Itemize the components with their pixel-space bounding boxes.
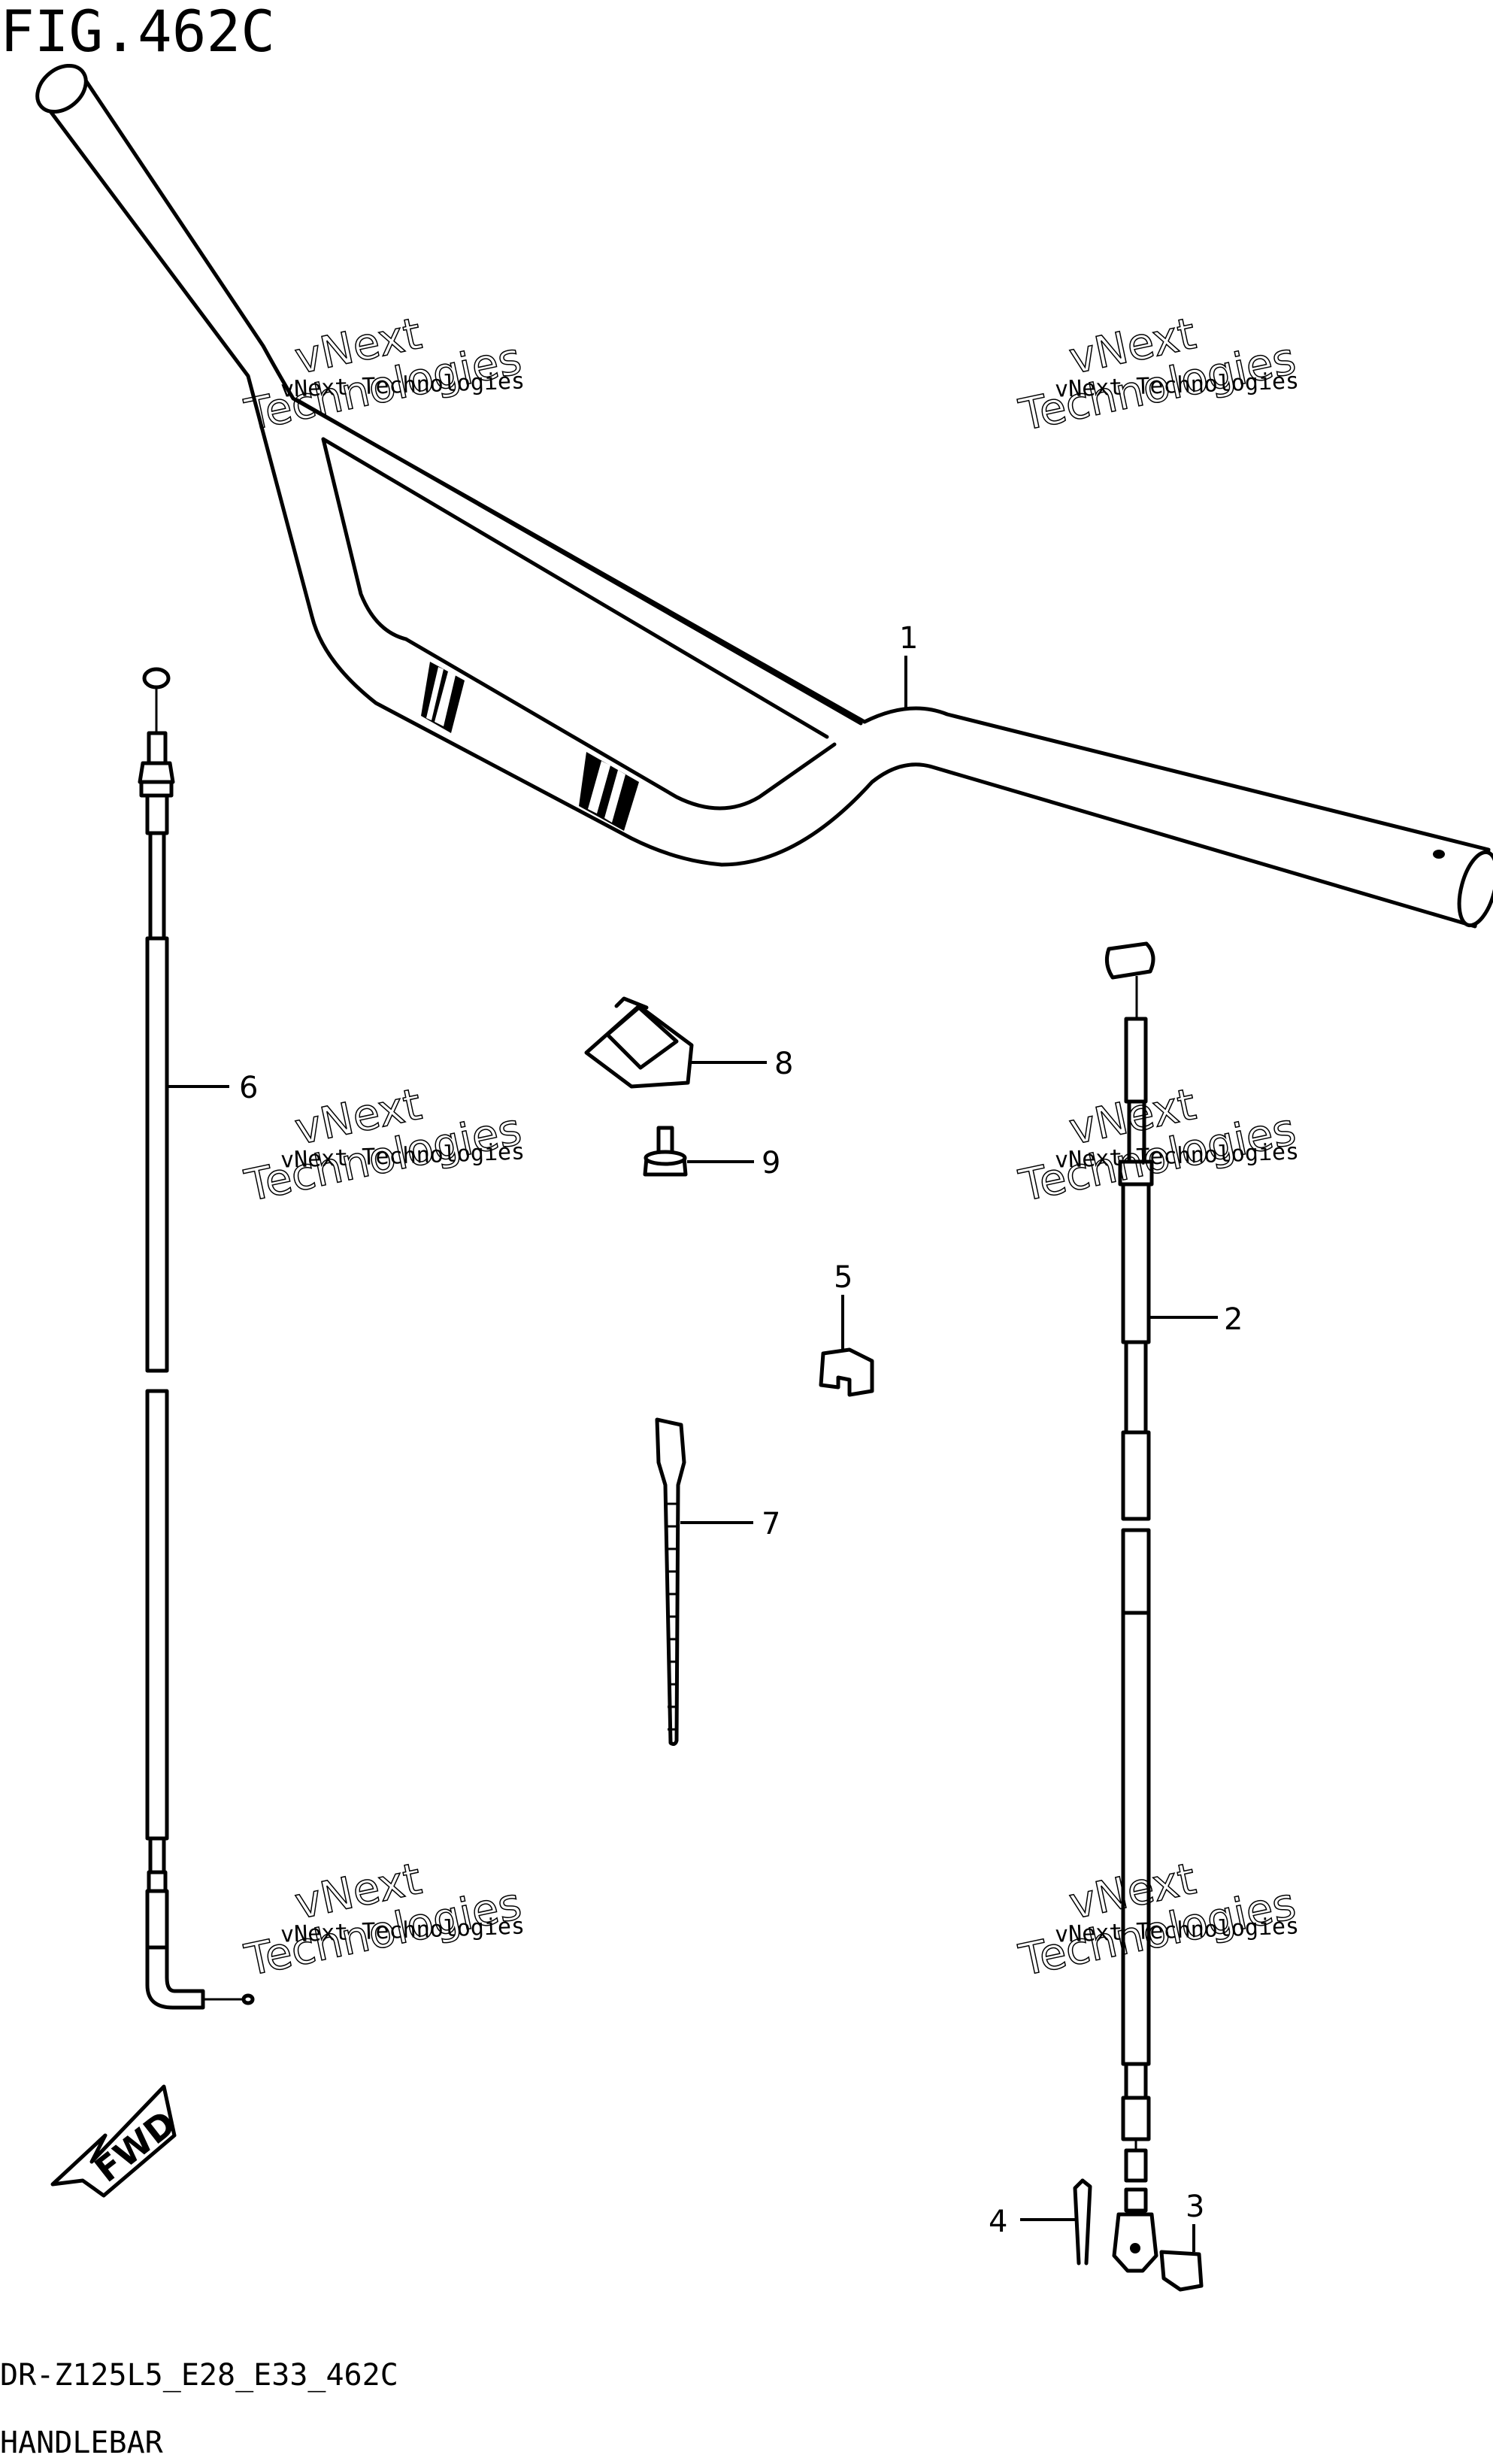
callout-7: 7 xyxy=(762,1507,780,1541)
handlebar-part xyxy=(35,63,1493,929)
clamp-bracket-part xyxy=(584,996,767,1089)
figure-code: DR-Z125L5_E28_E33_462C xyxy=(0,2358,398,2393)
knurl-left xyxy=(421,662,465,733)
cotter-pin-part xyxy=(1020,2178,1092,2265)
figure-name: HANDLEBAR xyxy=(0,2426,164,2460)
watermark-2: vNext Technologies vNext Technologies xyxy=(1014,307,1301,441)
figure-title: FIG.462C xyxy=(0,0,275,65)
cable-tie-part xyxy=(655,1417,753,1746)
watermark-4: vNext Technologies vNext Technologies xyxy=(1014,1077,1301,1212)
watermark-5: vNext Technologies vNext Technologies xyxy=(240,1852,526,1987)
callout-5: 5 xyxy=(834,1260,852,1295)
pin-part xyxy=(1159,2224,1204,2292)
callout-6: 6 xyxy=(239,1071,258,1105)
clutch-cable-part xyxy=(1104,941,1218,2273)
callout-8: 8 xyxy=(774,1047,793,1081)
callout-9: 9 xyxy=(762,1146,780,1180)
knurl-right xyxy=(579,752,639,831)
callout-1: 1 xyxy=(899,621,918,656)
bolt-part xyxy=(643,1126,754,1177)
callout-3: 3 xyxy=(1186,2190,1204,2224)
callout-2: 2 xyxy=(1224,1302,1243,1337)
clamp-part xyxy=(819,1295,874,1397)
callout-4: 4 xyxy=(989,2205,1007,2239)
watermark-6: vNext Technologies vNext Technologies xyxy=(1014,1852,1301,1987)
watermark-3: vNext Technologies vNext Technologies xyxy=(240,1077,526,1212)
fwd-arrow-icon: FWD xyxy=(50,2084,183,2198)
front-brake-cable-part xyxy=(138,667,255,2010)
